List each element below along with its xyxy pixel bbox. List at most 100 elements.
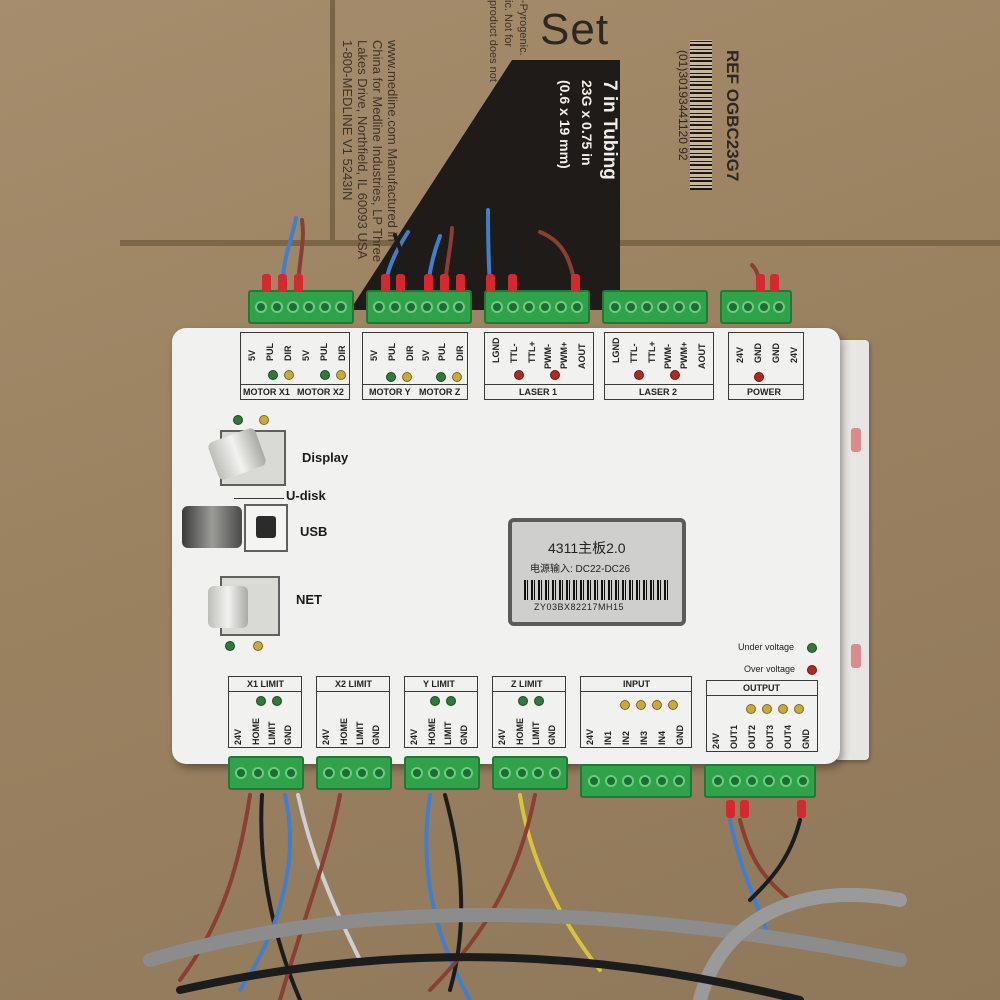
- display-led: [260, 416, 268, 424]
- wire-ferrule: [756, 274, 765, 292]
- pin-label: LIMIT: [355, 721, 365, 746]
- pin-label: OUT1: [729, 724, 739, 749]
- net-label: NET: [296, 592, 322, 607]
- status-led: [273, 697, 281, 705]
- wire-ferrule: [294, 274, 303, 292]
- wire-ferrule: [571, 274, 580, 292]
- pin-label: OUT2: [747, 724, 757, 749]
- wire-ferrule: [424, 274, 433, 292]
- pin-label: DIR: [283, 345, 293, 362]
- pin-label: 5V: [421, 349, 431, 361]
- usb-b-socket: [256, 516, 276, 538]
- group-name-motor-x1: MOTOR X1: [243, 387, 290, 397]
- pin-label: IN1: [603, 730, 613, 745]
- pin-label: IN2: [621, 730, 631, 745]
- pin-label: HOME: [427, 718, 437, 745]
- net-led: [226, 642, 234, 650]
- pin-label: GND: [753, 343, 763, 363]
- pin-label: PWM-: [543, 344, 553, 369]
- status-led: [747, 705, 755, 713]
- pin-label: 24V: [735, 346, 745, 363]
- usb-label: USB: [300, 524, 328, 539]
- bottom-connector-z-limit[interactable]: [492, 756, 568, 790]
- bottom-connector-output[interactable]: [704, 764, 816, 798]
- pin-label: LIMIT: [443, 721, 453, 746]
- bottom-connector-x2-limit[interactable]: [316, 756, 392, 790]
- udisk-pointer: [234, 498, 284, 499]
- pin-label: OUT4: [783, 724, 793, 749]
- pin-label: GND: [801, 729, 811, 749]
- group-name-laser1: LASER 1: [519, 387, 558, 397]
- pin-label: PUL: [265, 343, 275, 361]
- group-name-x2-limit: X2 LIMIT: [335, 679, 373, 689]
- wire-ferrule: [440, 274, 449, 292]
- wire-ferrule: [726, 800, 735, 818]
- mounting-bracket-right: [835, 340, 869, 760]
- pin-label: LGND: [611, 337, 621, 364]
- sticker-power-input: 电源输入: DC22-DC26: [530, 564, 631, 575]
- group-name-output: OUTPUT: [743, 683, 780, 693]
- status-led: [669, 701, 677, 709]
- pin-label: PUL: [319, 343, 329, 361]
- top-connector-laser1[interactable]: [484, 290, 590, 324]
- bottom-connector-x1-limit[interactable]: [228, 756, 304, 790]
- status-led: [447, 697, 455, 705]
- mounting-ear: [851, 644, 861, 668]
- pin-label: 24V: [497, 728, 507, 745]
- group-name-z-limit: Z LIMIT: [511, 679, 543, 689]
- board-sticker: 4311主板2.0 电源输入: DC22-DC26 ZY03BX82217MH1…: [508, 518, 686, 626]
- pin-label: IN3: [639, 730, 649, 745]
- pin-label: HOME: [339, 718, 349, 745]
- pin-label: HOME: [251, 718, 261, 745]
- pin-label: 5V: [369, 349, 379, 361]
- udisk-label: U-disk: [286, 488, 326, 503]
- label-group-motor-yz: 5V PUL DIR 5V PUL DIR MOTOR Y MOTOR Z: [362, 332, 468, 400]
- wire-ferrule: [508, 274, 517, 292]
- pin-label: DIR: [405, 345, 415, 362]
- pin-label: PWM+: [559, 341, 569, 369]
- display-led: [234, 416, 242, 424]
- status-led: [779, 705, 787, 713]
- controller-board: 5V PUL DIR 5V PUL DIR MOTOR X1 MOTOR X2 …: [172, 328, 840, 764]
- group-name-motor-x2: MOTOR X2: [297, 387, 344, 397]
- pin-label: 24V: [409, 728, 419, 745]
- udisk-plug: [182, 506, 242, 548]
- top-connector-motor-x[interactable]: [248, 290, 354, 324]
- status-led: [637, 701, 645, 709]
- display-label: Display: [302, 450, 349, 465]
- label-group-x2-limit: X2 LIMIT 24V HOME LIMIT GND: [316, 676, 390, 748]
- sticker-barcode: [524, 580, 670, 600]
- group-name-motor-y: MOTOR Y: [369, 387, 411, 397]
- pin-label: 5V: [247, 349, 257, 361]
- bottom-connector-input[interactable]: [580, 764, 692, 798]
- sticker-serial: ZY03BX82217MH15: [534, 602, 625, 612]
- group-name-input: INPUT: [623, 679, 650, 689]
- status-led: [621, 701, 629, 709]
- top-connector-laser2[interactable]: [602, 290, 708, 324]
- top-connector-power[interactable]: [720, 290, 792, 324]
- top-connector-motor-yz[interactable]: [366, 290, 472, 324]
- label-group-laser2: LGND TTL- TTL+ PWM- PWM+ AOUT LASER 2: [604, 332, 714, 400]
- status-led: [285, 371, 293, 379]
- group-name-motor-z: MOTOR Z: [419, 387, 461, 397]
- pin-label: TTL-: [509, 343, 519, 364]
- over-voltage-label: Over voltage: [744, 664, 796, 674]
- group-name-y-limit: Y LIMIT: [423, 679, 455, 689]
- status-led: [763, 705, 771, 713]
- pin-label: 5V: [301, 349, 311, 361]
- net-led: [254, 642, 262, 650]
- pin-label: DIR: [455, 345, 465, 362]
- pin-label: DIR: [337, 345, 347, 362]
- bottom-connector-y-limit[interactable]: [404, 756, 480, 790]
- status-led: [755, 373, 763, 381]
- label-group-input: INPUT 24V IN1 IN2 IN3 IN4 GND: [580, 676, 692, 748]
- label-group-power: 24V GND GND 24V POWER: [728, 332, 804, 400]
- pin-label: LIMIT: [267, 721, 277, 746]
- status-led: [653, 701, 661, 709]
- status-led: [671, 371, 679, 379]
- pin-label: GND: [371, 725, 381, 745]
- status-led: [437, 373, 445, 381]
- pin-label: PWM-: [663, 344, 673, 369]
- pin-label: GND: [459, 725, 469, 745]
- wire-ferrule: [262, 274, 271, 292]
